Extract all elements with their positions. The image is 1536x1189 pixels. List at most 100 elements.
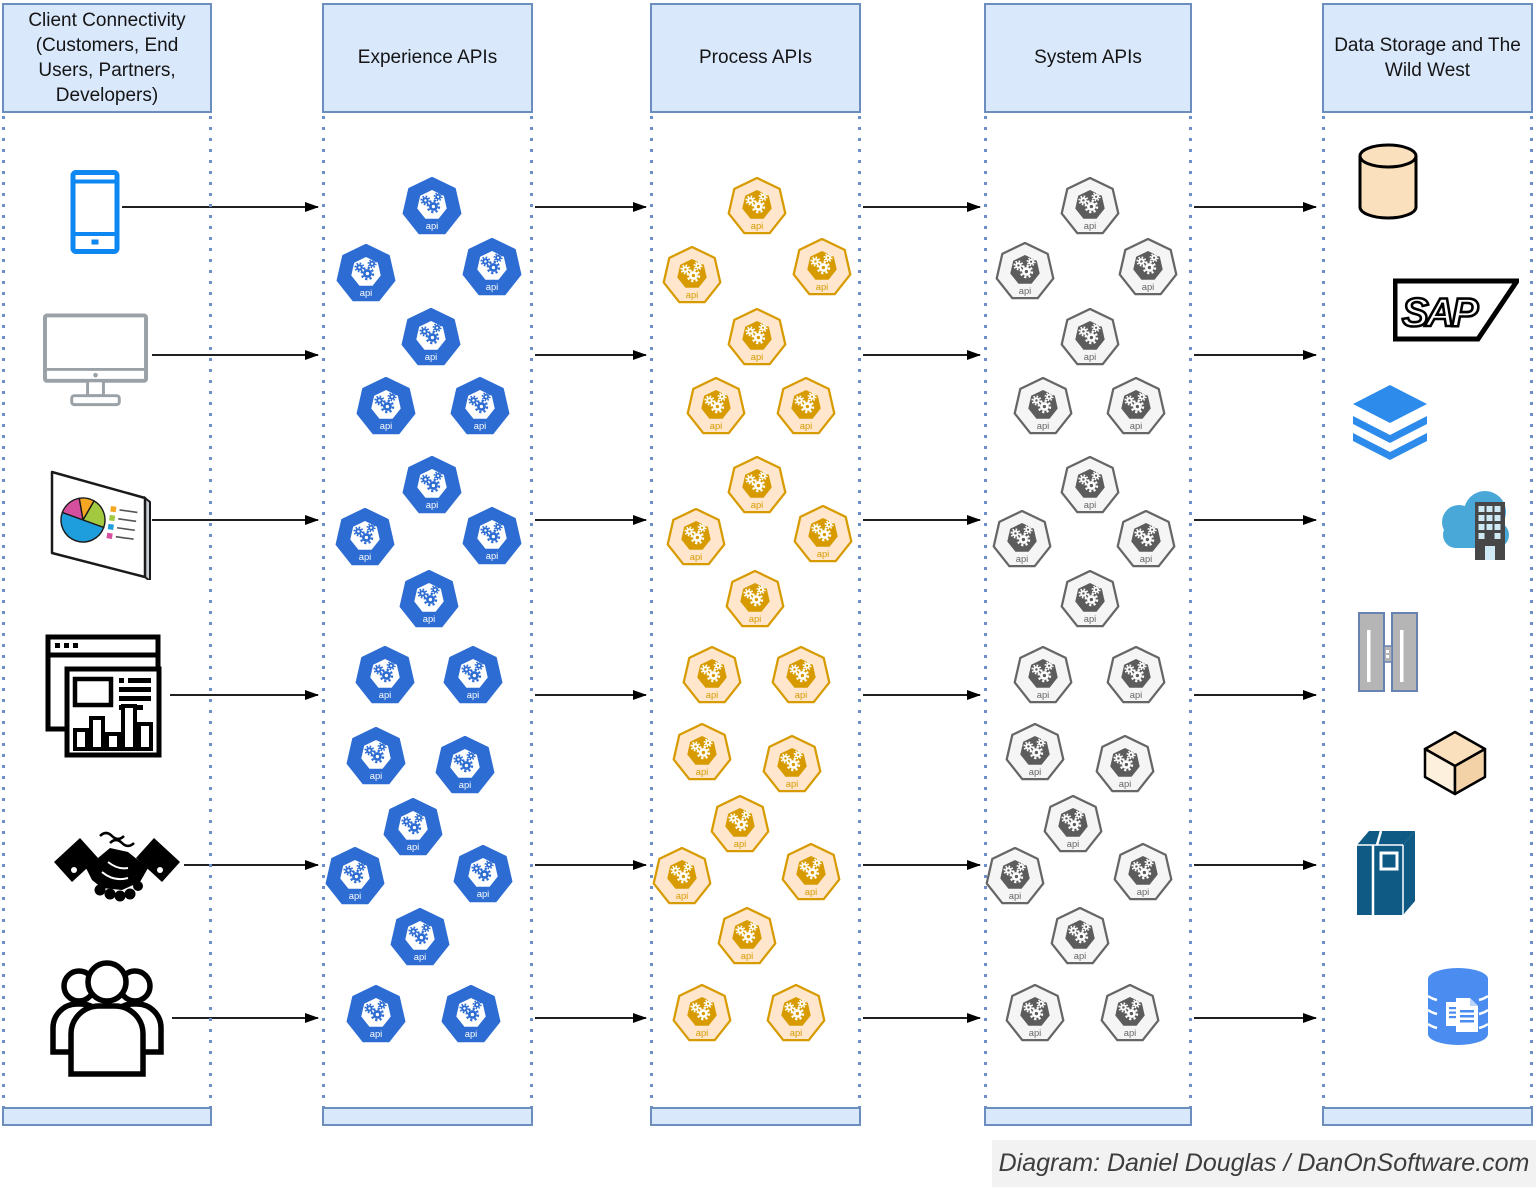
lane-header-system: System APIs — [984, 3, 1192, 113]
svg-text:api: api — [477, 889, 490, 899]
svg-text:api: api — [710, 421, 723, 431]
svg-text:api: api — [741, 951, 754, 961]
api-node-system: api — [1013, 645, 1073, 706]
api-node-experience: api — [453, 844, 513, 905]
svg-text:api: api — [1124, 1028, 1137, 1038]
svg-text:api: api — [1142, 282, 1155, 292]
lane-border — [1189, 116, 1192, 1107]
svg-text:api: api — [407, 842, 420, 852]
lane-border — [530, 116, 533, 1107]
lane-footer — [2, 1107, 212, 1126]
api-node-system: api — [1013, 376, 1073, 437]
api-node-experience: api — [401, 307, 461, 368]
svg-text:api: api — [800, 421, 813, 431]
api-node-experience: api — [390, 907, 450, 968]
api-node-experience: api — [336, 243, 396, 304]
svg-text:api: api — [426, 500, 439, 510]
api-node-process: api — [686, 376, 746, 437]
lane-footer — [650, 1107, 861, 1126]
lane-border — [1530, 116, 1533, 1107]
svg-text:api: api — [360, 288, 373, 298]
lane-border — [209, 116, 212, 1107]
svg-text:api: api — [423, 614, 436, 624]
svg-text:api: api — [370, 1029, 383, 1039]
api-node-process: api — [771, 645, 831, 706]
svg-text:api: api — [380, 421, 393, 431]
api-node-experience: api — [435, 735, 495, 796]
lane-border — [858, 116, 861, 1107]
svg-text:api: api — [1029, 1028, 1042, 1038]
svg-text:api: api — [805, 887, 818, 897]
api-node-system: api — [1005, 722, 1065, 783]
desktop-monitor-icon — [43, 313, 148, 410]
svg-text:api: api — [1029, 767, 1042, 777]
lane-footer — [322, 1107, 533, 1126]
svg-text:api: api — [467, 690, 480, 700]
api-node-process: api — [781, 842, 841, 903]
api-node-process: api — [727, 176, 787, 237]
api-node-process: api — [717, 906, 777, 967]
api-node-experience: api — [402, 455, 462, 516]
api-node-process: api — [792, 237, 852, 298]
svg-text:api: api — [1074, 951, 1087, 961]
lane-header-experience: Experience APIs — [322, 3, 533, 113]
api-node-process: api — [793, 504, 853, 565]
dashboard-panel-icon — [48, 466, 152, 580]
svg-text:api: api — [1130, 421, 1143, 431]
api-node-experience: api — [383, 797, 443, 858]
api-node-process: api — [672, 983, 732, 1044]
svg-text:api: api — [1084, 352, 1097, 362]
api-node-system: api — [1060, 569, 1120, 630]
svg-text:api: api — [795, 690, 808, 700]
svg-text:api: api — [696, 767, 709, 777]
api-node-system: api — [1113, 842, 1173, 903]
smartphone-icon — [70, 170, 120, 254]
svg-text:api: api — [1084, 500, 1097, 510]
lane-header-clients: Client Connectivity (Customers, End User… — [2, 3, 212, 113]
layer-stack-icon — [1351, 383, 1429, 463]
svg-text:api: api — [790, 1028, 803, 1038]
api-node-process: api — [662, 245, 722, 306]
api-node-system: api — [1060, 455, 1120, 516]
svg-text:api: api — [1037, 690, 1050, 700]
svg-text:api: api — [1119, 779, 1132, 789]
api-node-system: api — [1060, 176, 1120, 237]
lane-footer — [984, 1107, 1192, 1126]
svg-text:api: api — [1009, 891, 1022, 901]
api-node-experience: api — [355, 645, 415, 706]
lane-title: System APIs — [1034, 47, 1142, 69]
api-node-system: api — [1005, 983, 1065, 1044]
mainframe-rack-icon — [1357, 610, 1419, 696]
svg-text:api: api — [426, 221, 439, 231]
api-node-experience: api — [402, 176, 462, 237]
api-node-process: api — [710, 794, 770, 855]
svg-text:api: api — [459, 780, 472, 790]
lane-title: Data Storage and The Wild West — [1334, 34, 1521, 81]
server-tower-icon — [1353, 823, 1419, 923]
svg-text:api: api — [751, 352, 764, 362]
api-node-system: api — [985, 846, 1045, 907]
api-node-experience: api — [441, 984, 501, 1045]
svg-text:api: api — [474, 421, 487, 431]
svg-text:api: api — [425, 352, 438, 362]
api-node-experience: api — [399, 569, 459, 630]
svg-text:api: api — [486, 551, 499, 561]
svg-text:api: api — [786, 779, 799, 789]
svg-text:api: api — [1130, 690, 1143, 700]
svg-text:api: api — [749, 614, 762, 624]
api-node-process: api — [762, 734, 822, 795]
lane-footer — [1322, 1107, 1533, 1126]
lane-header-process: Process APIs — [650, 3, 861, 113]
lane-title: Client Connectivity (Customers, End User… — [28, 9, 186, 107]
svg-text:api: api — [1084, 614, 1097, 624]
api-node-system: api — [1095, 734, 1155, 795]
cube-icon — [1421, 730, 1489, 796]
svg-text:api: api — [690, 552, 703, 562]
api-node-experience: api — [462, 237, 522, 298]
svg-text:api: api — [706, 690, 719, 700]
api-node-process: api — [727, 307, 787, 368]
api-node-experience: api — [335, 507, 395, 568]
svg-text:api: api — [379, 690, 392, 700]
